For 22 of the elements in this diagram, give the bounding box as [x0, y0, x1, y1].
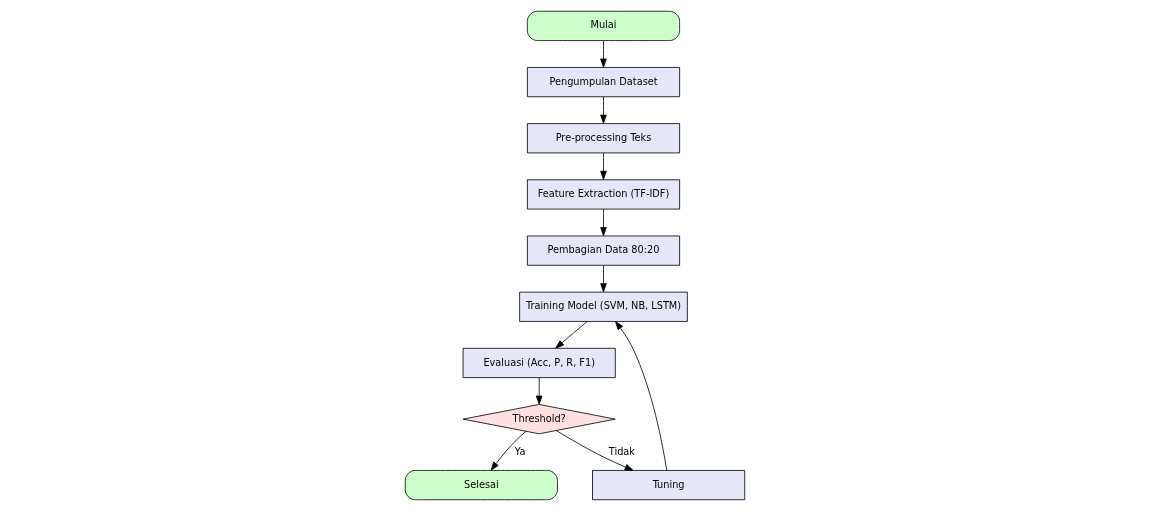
- arrow: [554, 321, 587, 349]
- arrow: [599, 40, 607, 68]
- arrow: [599, 265, 607, 293]
- node-box: Selesai: [404, 470, 558, 501]
- arrow: [490, 430, 526, 471]
- node-diamond: Threshold?: [462, 404, 616, 435]
- node-box: Pre-processing Teks: [526, 123, 680, 154]
- node-box: Feature Extraction (TF-IDF): [526, 179, 680, 210]
- arrow: [614, 321, 667, 471]
- arrow: [599, 96, 607, 124]
- arrow: [599, 152, 607, 180]
- arrow: [555, 430, 634, 471]
- arrow: [535, 377, 542, 405]
- node-box: Training Model (SVM, NB, LSTM): [518, 291, 688, 322]
- node-box: Mulai: [526, 10, 680, 41]
- edge-label: Tidak: [608, 445, 635, 457]
- arrow: [599, 208, 607, 236]
- node-box: Pembagian Data 80:20: [526, 235, 680, 266]
- node-box: Pengumpulan Dataset: [526, 67, 680, 98]
- node-box: Evaluasi (Acc, P, R, F1): [462, 347, 616, 379]
- edge-label: Ya: [514, 445, 525, 457]
- node-box: Tuning: [591, 470, 745, 501]
